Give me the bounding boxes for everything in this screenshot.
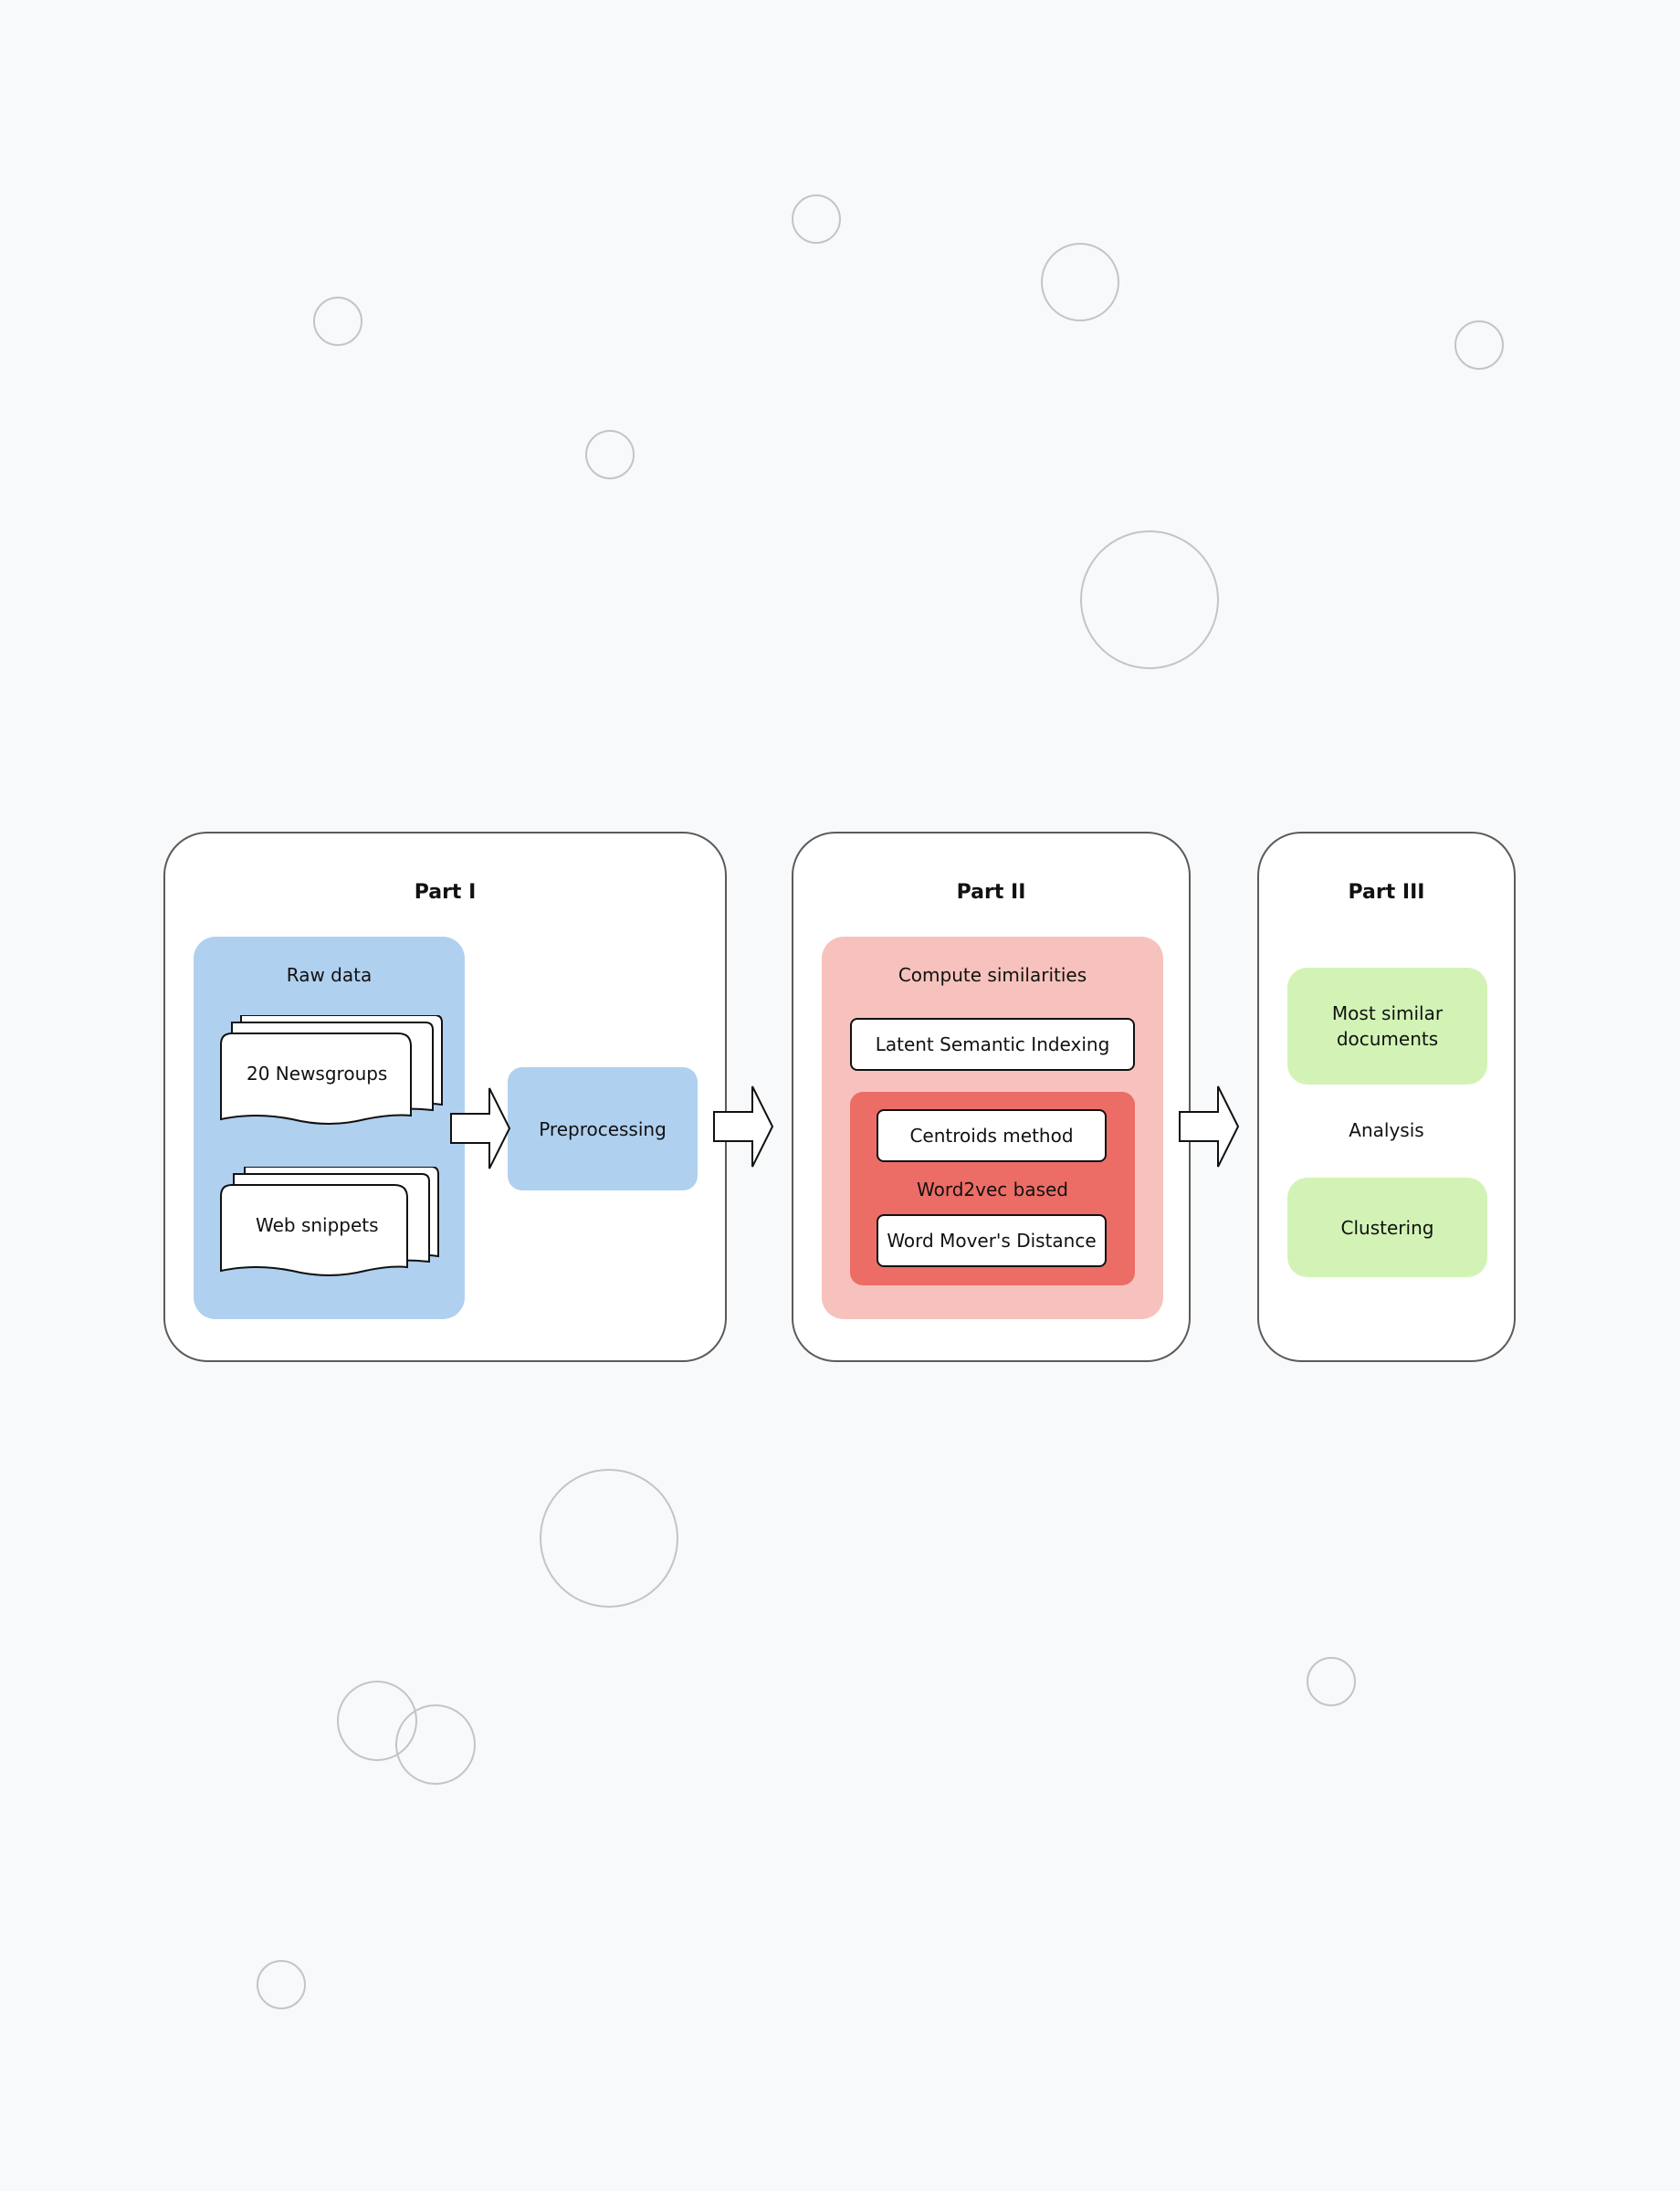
background-bubble — [395, 1704, 476, 1785]
arrow-right-icon — [713, 1085, 774, 1168]
background-bubble — [1041, 243, 1119, 321]
web-snippets-label: Web snippets — [256, 1214, 379, 1236]
centroids-method-box: Centroids method — [877, 1109, 1107, 1162]
clustering-box: Clustering — [1287, 1178, 1487, 1277]
background-bubble — [540, 1469, 678, 1608]
background-bubble — [1454, 320, 1504, 370]
raw-data-group: Raw data 20 Newsgroups Web snippets — [194, 937, 465, 1319]
analysis-label: Analysis — [1349, 1119, 1424, 1141]
background-bubble — [792, 194, 841, 244]
background-bubble — [313, 297, 362, 346]
web-snippets-document-stack: Web snippets — [219, 1166, 444, 1280]
wmd-box: Word Mover's Distance — [877, 1214, 1107, 1267]
compute-similarities-group: Compute similarities Latent Semantic Ind… — [822, 937, 1163, 1319]
word2vec-group: Centroids method Word2vec based Word Mov… — [850, 1092, 1135, 1285]
background-bubble — [1307, 1657, 1356, 1706]
background-bubble — [585, 430, 635, 479]
arrow-right-icon — [450, 1087, 511, 1169]
part-two-panel: Part II Compute similarities Latent Sema… — [792, 832, 1191, 1362]
part-three-panel: Part III Most similar documents Analysis… — [1257, 832, 1516, 1362]
background-bubble — [1080, 530, 1219, 669]
part-two-title: Part II — [956, 881, 1026, 904]
word2vec-label: Word2vec based — [917, 1179, 1068, 1200]
lsi-box: Latent Semantic Indexing — [850, 1018, 1135, 1071]
raw-data-label: Raw data — [286, 964, 373, 986]
arrow-right-icon — [1179, 1085, 1240, 1168]
compute-similarities-label: Compute similarities — [898, 964, 1087, 986]
newsgroups-document-stack: 20 Newsgroups — [219, 1014, 444, 1128]
part-one-panel: Part I Raw data 20 Newsgroups Web snippe… — [163, 832, 727, 1362]
most-similar-documents-label: Most similar documents — [1331, 1002, 1444, 1050]
background-bubble — [257, 1960, 306, 2009]
part-three-title: Part III — [1348, 881, 1425, 904]
newsgroups-label: 20 Newsgroups — [247, 1063, 388, 1085]
document-stack-icon — [220, 1014, 443, 1125]
part-one-title: Part I — [414, 881, 477, 904]
most-similar-documents-box: Most similar documents — [1287, 968, 1487, 1085]
preprocessing-box: Preprocessing — [508, 1067, 698, 1190]
document-stack-icon — [220, 1166, 439, 1276]
